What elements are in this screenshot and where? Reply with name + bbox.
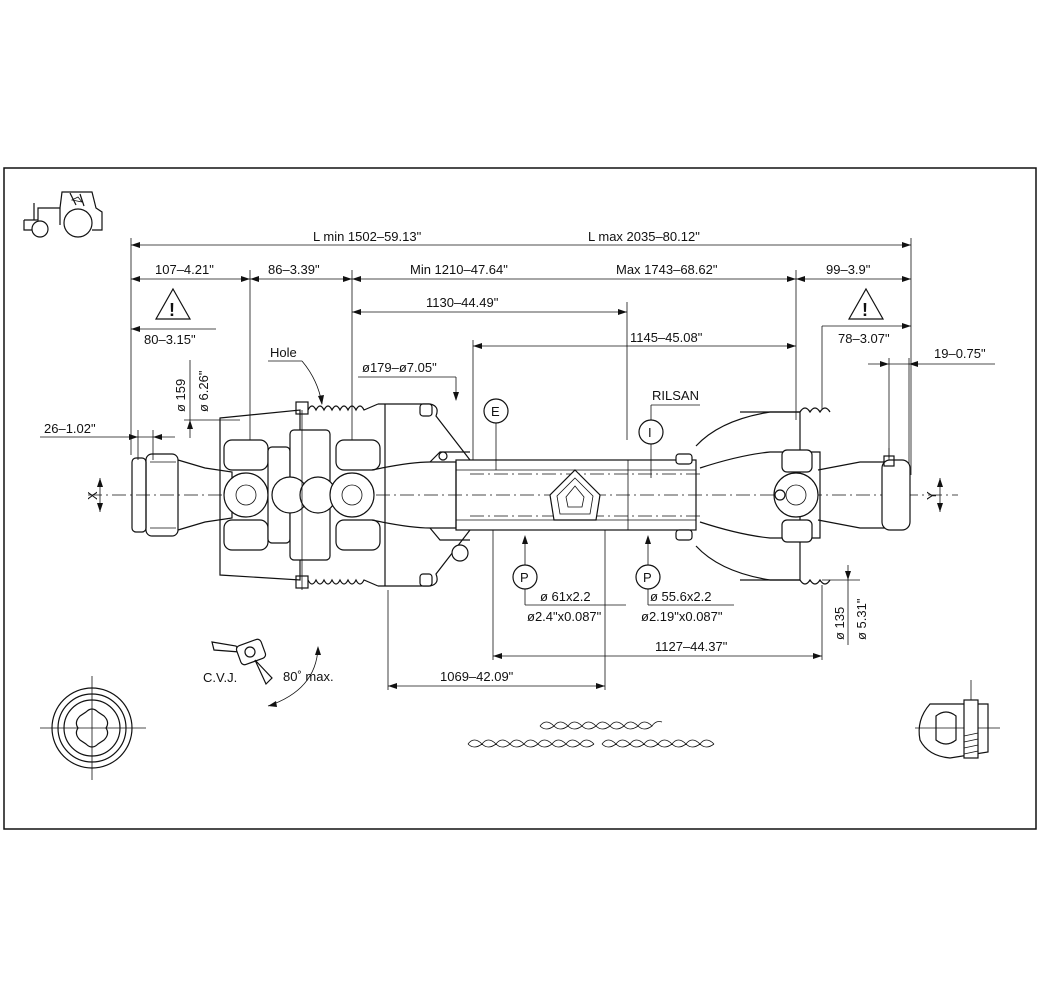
dim-1069-label: 1069–42.09" (440, 669, 514, 684)
max-length-label: Max 1743–68.62" (616, 262, 718, 277)
svg-text:Hole: Hole (270, 345, 297, 360)
callout-e: E (483, 398, 509, 470)
x-axis-marker: X (85, 478, 103, 512)
tube-inner-mm: ø 55.6x2.2 (650, 589, 711, 604)
y-axis-marker: Y (924, 478, 943, 512)
dim-19-label: 19–0.75" (934, 346, 986, 361)
callout-p-outer: P ø 61x2.2 ø2.4"x0.087" (512, 535, 626, 624)
tube-inner-in: ø2.19"x0.087" (641, 609, 723, 624)
tube-outer-mm: ø 61x2.2 (540, 589, 591, 604)
lower-dimensions: 1127–44.37" 1069–42.09" (387, 530, 823, 690)
svg-text:ø 6.26": ø 6.26" (196, 370, 211, 412)
cvj-label: C.V.J. (203, 670, 237, 685)
hole-callout: Hole (268, 345, 324, 405)
cvj-angle-sketch: C.V.J. 80˚ max. (203, 638, 334, 707)
svg-text:P: P (520, 570, 529, 585)
dim-107-label: 107–4.21" (155, 262, 214, 277)
dim-1130-label: 1130–44.49" (426, 295, 499, 310)
svg-text:ø 135: ø 135 (832, 607, 847, 640)
svg-text:X: X (85, 491, 100, 500)
dim-26-label: 26–1.02" (44, 421, 96, 436)
guard-diameter-135: ø 135 ø 5.31" (822, 565, 869, 645)
drawing-frame (3, 167, 1037, 830)
svg-text:ø 159: ø 159 (173, 379, 188, 412)
svg-text:P: P (643, 570, 652, 585)
svg-text:ø179–ø7.05": ø179–ø7.05" (362, 360, 437, 375)
l-min-label: L min 1502–59.13" (313, 229, 422, 244)
warning-triangle-icon: ! (847, 287, 885, 320)
l-max-label: L max 2035–80.12" (588, 229, 700, 244)
dia-179-callout: ø179–ø7.05" (358, 360, 459, 401)
safety-chain-icon (467, 721, 715, 748)
guard-diameter-159: ø 159 ø 6.26" (173, 360, 240, 438)
tractor-icon (23, 191, 103, 238)
warning-triangle-icon: ! (154, 287, 192, 320)
rilsan-label: RILSAN (652, 388, 699, 403)
svg-text:I: I (648, 425, 652, 440)
svg-text:Y: Y (924, 491, 939, 500)
dim-99-label: 99–3.9" (826, 262, 871, 277)
spline-hub-icon (40, 676, 146, 780)
callout-i: I RILSAN (638, 388, 700, 478)
shear-bolt-icon (915, 680, 1000, 759)
callout-p-inner: P ø 55.6x2.2 ø2.19"x0.087" (635, 535, 734, 624)
dim-80-label: 80–3.15" (144, 332, 196, 347)
min-length-label: Min 1210–47.64" (410, 262, 508, 277)
dim-86-label: 86–3.39" (268, 262, 320, 277)
end-offset-dimensions: 80–3.15" 78–3.07" 19–0.75" 26–1.02" (40, 323, 995, 470)
svg-text:!: ! (862, 300, 868, 320)
svg-text:E: E (491, 404, 500, 419)
pto-shaft-assembly (88, 401, 958, 590)
tube-outer-in: ø2.4"x0.087" (527, 609, 602, 624)
angle-label: 80˚ max. (283, 669, 334, 684)
dim-1127-label: 1127–44.37" (655, 639, 728, 654)
svg-text:ø 5.31": ø 5.31" (854, 598, 869, 640)
svg-text:!: ! (169, 300, 175, 320)
dim-1145-label: 1145–45.08" (630, 330, 703, 345)
dim-78-label: 78–3.07" (838, 331, 890, 346)
overall-dimensions: L min 1502–59.13" L max 2035–80.12" 107–… (130, 229, 912, 475)
